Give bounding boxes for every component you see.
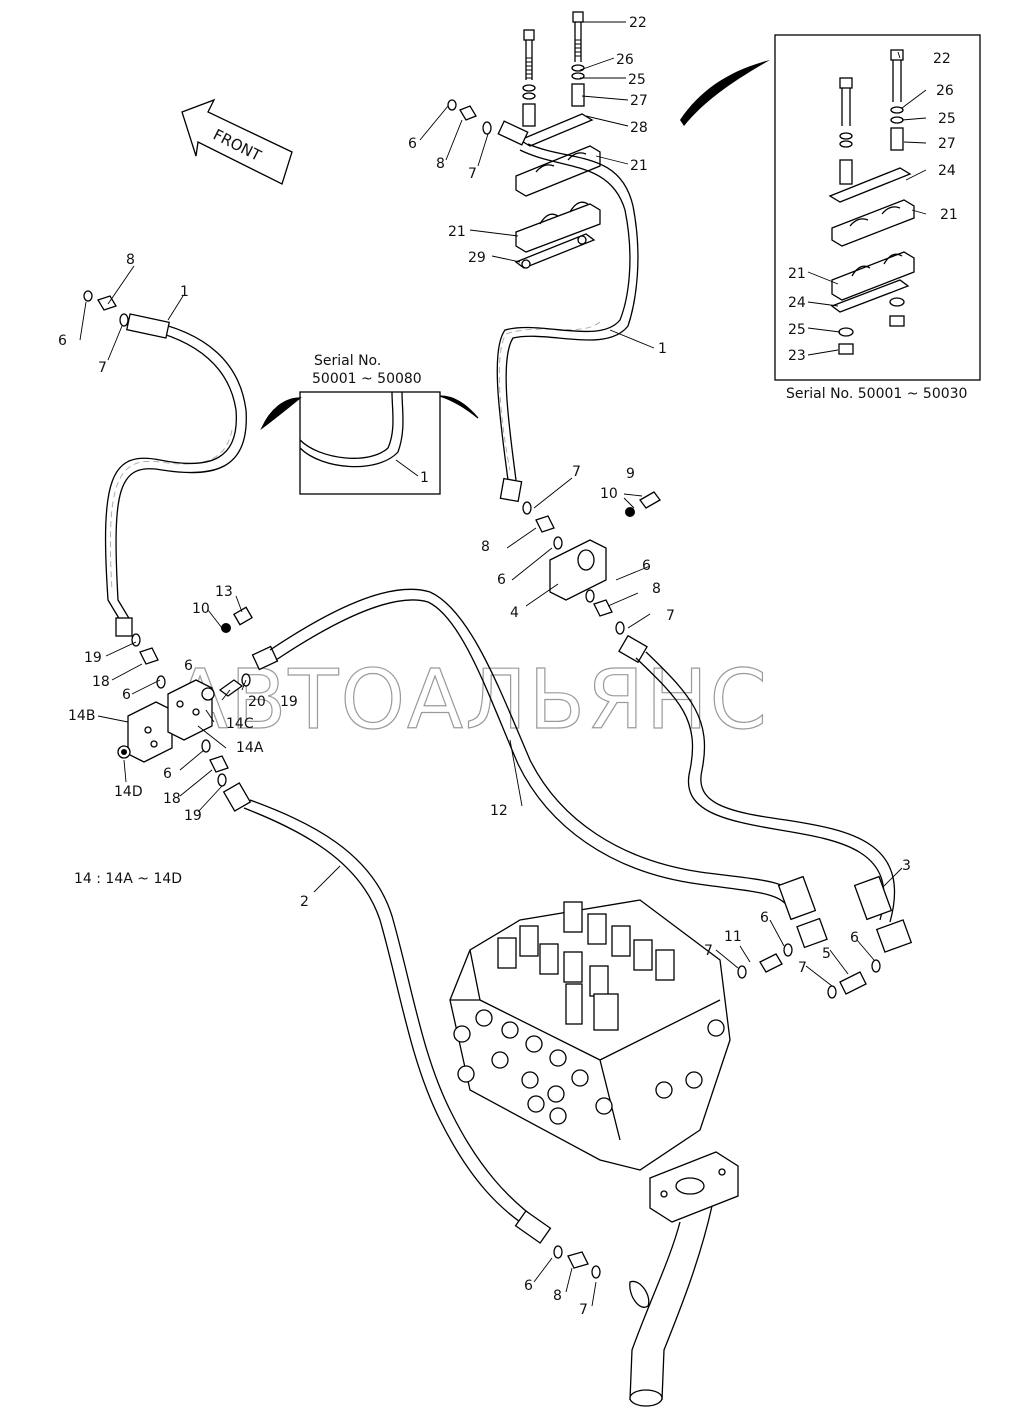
leader-lines (79, 21, 927, 1307)
callout-6: 6 (850, 930, 859, 946)
callout-25: 25 (938, 111, 956, 127)
inset-serial-title-1: Serial No. (314, 353, 381, 369)
note-14: 14 : 14A ~ 14D (74, 871, 182, 887)
callout-7: 7 (468, 166, 477, 182)
callout-27: 27 (630, 93, 648, 109)
callout-26: 26 (936, 83, 954, 99)
callout-8: 8 (436, 156, 445, 172)
hose-1-left (83, 290, 247, 637)
callout-10: 10 (192, 601, 210, 617)
callout-29: 29 (468, 250, 486, 266)
callout-19: 19 (184, 808, 202, 824)
callout-21: 21 (448, 224, 466, 240)
callout-6: 6 (524, 1278, 533, 1294)
callout-9: 9 (626, 466, 635, 482)
inset-serial-50030: Serial No. 50001 ~ 50030 (680, 34, 981, 402)
inset-serial-50080: Serial No. 50001 ~ 50080 1 (260, 353, 479, 495)
callout-22: 22 (629, 15, 647, 31)
inset-serial-title-2: 50001 ~ 50080 (312, 371, 422, 387)
callout-14D: 14D (114, 784, 143, 800)
callout-14B: 14B (68, 708, 95, 724)
callout-6: 6 (122, 687, 131, 703)
callout-20: 20 (248, 694, 266, 710)
hose-3 (618, 634, 913, 953)
valve-ports (453, 1009, 725, 1125)
callout-25: 25 (788, 322, 806, 338)
callout-10: 10 (600, 486, 618, 502)
hose-12 (251, 588, 828, 949)
callout-8: 8 (481, 539, 490, 555)
bottom-pipe-assembly (553, 1151, 739, 1407)
inset-part-label: 1 (420, 470, 429, 486)
callout-7: 7 (98, 360, 107, 376)
callout-7: 7 (798, 960, 807, 976)
block-4-assembly (522, 491, 661, 635)
callout-11: 11 (724, 929, 742, 945)
callout-7: 7 (704, 943, 713, 959)
inset-serial-50030-caption: Serial No. 50001 ~ 50030 (786, 386, 967, 402)
callout-6: 6 (58, 333, 67, 349)
callout-18: 18 (163, 791, 181, 807)
callout-5: 5 (822, 946, 831, 962)
callout-6: 6 (497, 572, 506, 588)
callout-25: 25 (628, 72, 646, 88)
valve-spools (497, 901, 675, 1031)
callout-19: 19 (280, 694, 298, 710)
callout-6: 6 (408, 136, 417, 152)
callout-14C: 14C (226, 716, 254, 732)
callout-24: 24 (788, 295, 806, 311)
watermark: АВТОАЛЬЯНС (172, 653, 769, 748)
hose-2 (222, 782, 552, 1244)
callouts: 22 26 25 27 28 21 21 29 6 8 7 1 8 1 6 7 … (58, 15, 958, 1318)
front-arrow: FRONT (181, 98, 293, 185)
callout-21: 21 (788, 266, 806, 282)
callout-7: 7 (666, 608, 675, 624)
callout-23: 23 (788, 348, 806, 364)
callout-28: 28 (630, 120, 648, 136)
callout-21: 21 (940, 207, 958, 223)
callout-7: 7 (572, 464, 581, 480)
callout-14A: 14A (236, 740, 264, 756)
callout-19: 19 (84, 650, 102, 666)
callout-26: 26 (616, 52, 634, 68)
callout-21: 21 (630, 158, 648, 174)
callout-24: 24 (938, 163, 956, 179)
callout-6: 6 (760, 910, 769, 926)
callout-7: 7 (579, 1302, 588, 1318)
callout-18: 18 (92, 674, 110, 690)
callout-6: 6 (642, 558, 651, 574)
callout-3: 3 (902, 858, 911, 874)
callout-2: 2 (300, 894, 309, 910)
top-clamp-assembly (447, 11, 601, 269)
callout-1: 1 (180, 284, 189, 300)
callout-27: 27 (938, 136, 956, 152)
callout-22: 22 (933, 51, 951, 67)
control-valve (449, 899, 881, 1171)
callout-13: 13 (215, 584, 233, 600)
callout-8: 8 (553, 1288, 562, 1304)
callout-8: 8 (126, 252, 135, 268)
callout-6: 6 (184, 658, 193, 674)
hose-1-right (496, 143, 639, 503)
callout-1: 1 (658, 341, 667, 357)
callout-6: 6 (163, 766, 172, 782)
callout-4: 4 (510, 605, 519, 621)
callout-8: 8 (652, 581, 661, 597)
callout-12: 12 (490, 803, 508, 819)
